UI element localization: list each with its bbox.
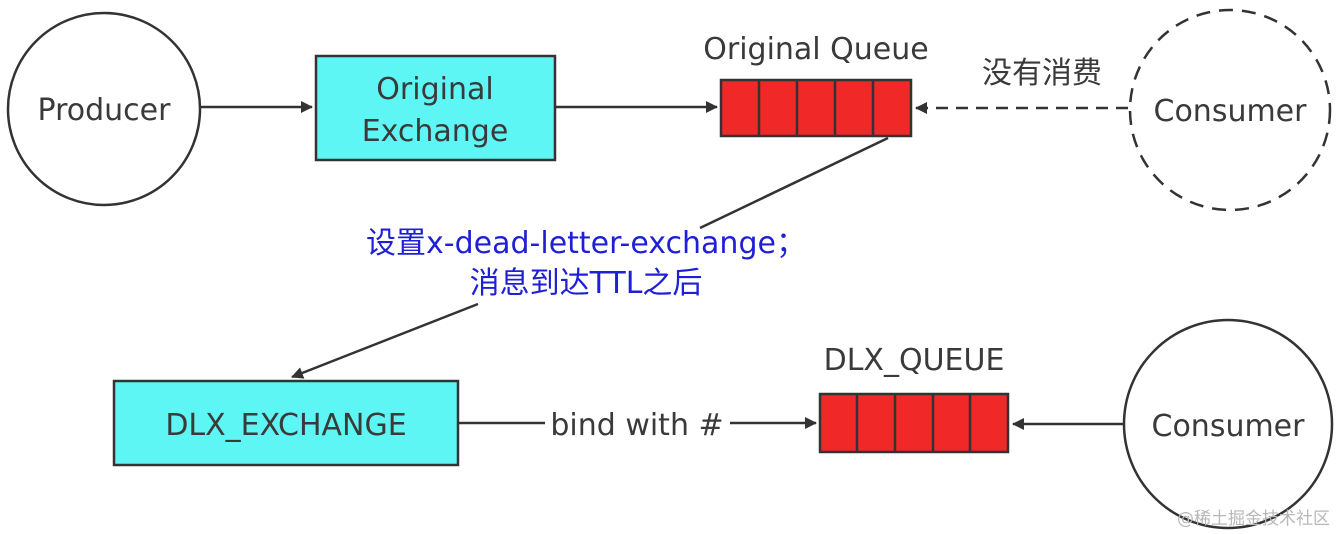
original-exchange-label-2: Exchange	[362, 114, 509, 149]
original-queue-label: Original Queue	[703, 32, 928, 67]
consumer-bottom-node: Consumer	[1122, 318, 1334, 530]
original-queue-node: Original Queue	[703, 32, 929, 138]
consumer-top-node: Consumer	[1128, 8, 1332, 212]
dlx-queue-label: DLX_QUEUE	[824, 343, 1005, 378]
dlx-note-line-2: 消息到达TTL之后	[470, 266, 703, 301]
edge-queue-to-dlx-segment-2	[291, 302, 479, 379]
producer-node: Producer	[6, 11, 202, 207]
not-consumed-label: 没有消费	[982, 56, 1102, 91]
consumer-bottom-label: Consumer	[1152, 409, 1306, 444]
edge-queue-to-dlx-segment-1	[699, 136, 889, 230]
dlx-note-line-1: 设置x-dead-letter-exchange；	[366, 226, 806, 261]
dlx-exchange-node: DLX_EXCHANGE	[112, 379, 460, 467]
bind-label: bind with #	[550, 408, 723, 443]
dlx-queue-node: DLX_QUEUE	[818, 343, 1010, 454]
producer-label: Producer	[38, 93, 172, 128]
original-exchange-node: Original Exchange	[314, 54, 557, 162]
watermark-text: @稀土掘金技术社区	[1177, 509, 1330, 529]
original-exchange-label-1: Original	[376, 72, 493, 107]
dlx-exchange-label: DLX_EXCHANGE	[165, 408, 406, 443]
consumer-top-label: Consumer	[1154, 94, 1308, 129]
